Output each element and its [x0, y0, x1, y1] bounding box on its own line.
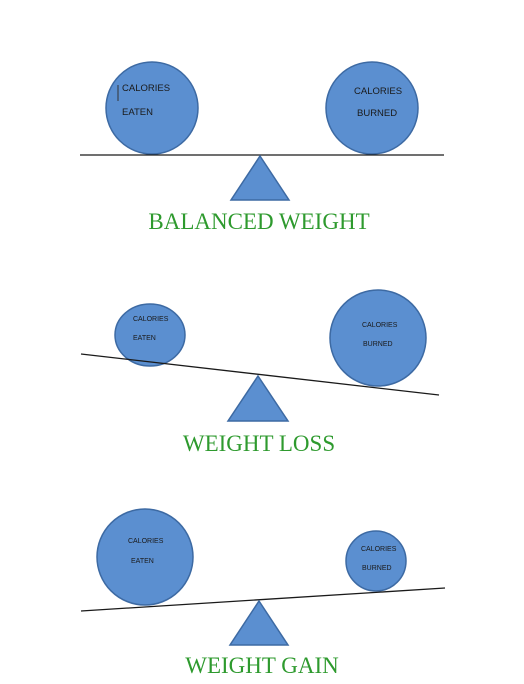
- right-circle-label-line2: BURNED: [362, 565, 392, 572]
- right-circle-label-line1: CALORIES: [354, 86, 402, 97]
- diagram-title: BALANCED WEIGHT: [148, 209, 369, 234]
- left-circle-label-line2: EATEN: [122, 107, 153, 118]
- calories-eaten-circle: [96, 508, 194, 606]
- calories-burned-circle: [325, 61, 419, 155]
- right-circle-label-line2: BURNED: [357, 108, 397, 119]
- left-circle-label-line1: CALORIES: [133, 316, 169, 323]
- left-circle-label-line1: CALORIES: [122, 83, 170, 94]
- weight-loss-diagram: CALORIES EATEN CALORIES BURNED WEIGHT LO…: [80, 289, 440, 456]
- balanced-weight-diagram: CALORIES EATEN CALORIES BURNED BALANCED …: [80, 61, 444, 234]
- right-circle-label-line1: CALORIES: [362, 322, 398, 329]
- left-circle-label-line2: EATEN: [131, 558, 154, 565]
- right-circle-label-line1: CALORIES: [361, 546, 397, 553]
- diagram-title: WEIGHT GAIN: [185, 653, 339, 678]
- fulcrum-triangle: [229, 154, 291, 201]
- calories-eaten-circle: [105, 61, 199, 155]
- left-circle-label-line2: EATEN: [133, 335, 156, 342]
- calories-burned-circle: [345, 530, 407, 592]
- right-circle-label-line2: BURNED: [363, 341, 393, 348]
- fulcrum-triangle: [226, 374, 290, 422]
- fulcrum-triangle: [228, 599, 290, 646]
- diagram-title: WEIGHT LOSS: [183, 431, 335, 456]
- seesaw-plank: [80, 353, 440, 396]
- weight-gain-diagram: CALORIES EATEN CALORIES BURNED WEIGHT GA…: [80, 508, 446, 678]
- seesaw-plank: [80, 587, 446, 612]
- calories-eaten-circle: [114, 303, 186, 367]
- left-circle-label-line1: CALORIES: [128, 538, 164, 545]
- calories-burned-circle: [329, 289, 427, 387]
